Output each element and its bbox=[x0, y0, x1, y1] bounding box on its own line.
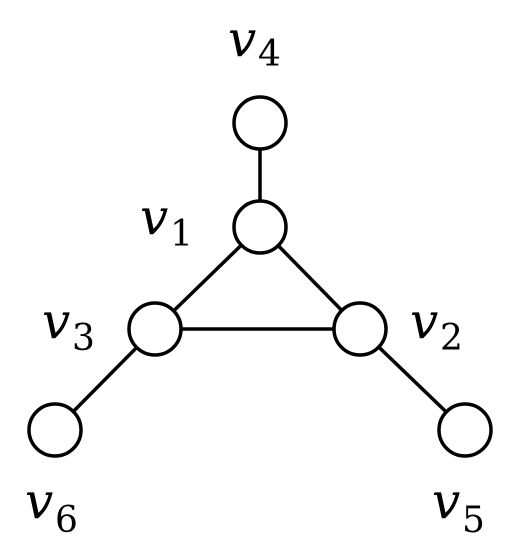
label-v3-sub: 3 bbox=[72, 318, 95, 359]
node-v2 bbox=[332, 301, 388, 357]
label-v2-sub: 2 bbox=[440, 318, 463, 359]
node-v5 bbox=[437, 402, 493, 458]
nodes bbox=[27, 95, 493, 458]
label-v6-sub: 6 bbox=[55, 500, 78, 541]
label-v5: v 5 bbox=[432, 472, 485, 541]
label-v5-var: v bbox=[432, 472, 460, 530]
label-v4: v 4 bbox=[228, 10, 281, 75]
label-v4-sub: 4 bbox=[258, 34, 281, 75]
node-v3 bbox=[127, 301, 183, 357]
label-v6: v 6 bbox=[25, 472, 78, 541]
label-v2: v 2 bbox=[410, 292, 463, 359]
labels: v 4 v 1 v 3 v 2 v 6 v 5 bbox=[25, 10, 485, 541]
node-v4 bbox=[232, 95, 288, 151]
label-v6-var: v bbox=[25, 472, 53, 530]
label-v4-var: v bbox=[228, 10, 256, 68]
node-v6 bbox=[27, 402, 83, 458]
label-v2-var: v bbox=[410, 292, 438, 350]
label-v1-sub: 1 bbox=[170, 214, 193, 255]
label-v5-sub: 5 bbox=[462, 500, 485, 541]
label-v3-var: v bbox=[42, 292, 70, 350]
edges bbox=[53, 123, 467, 432]
label-v3: v 3 bbox=[42, 292, 95, 359]
node-v1 bbox=[232, 199, 288, 255]
label-v1: v 1 bbox=[140, 188, 193, 255]
label-v1-var: v bbox=[140, 188, 168, 246]
